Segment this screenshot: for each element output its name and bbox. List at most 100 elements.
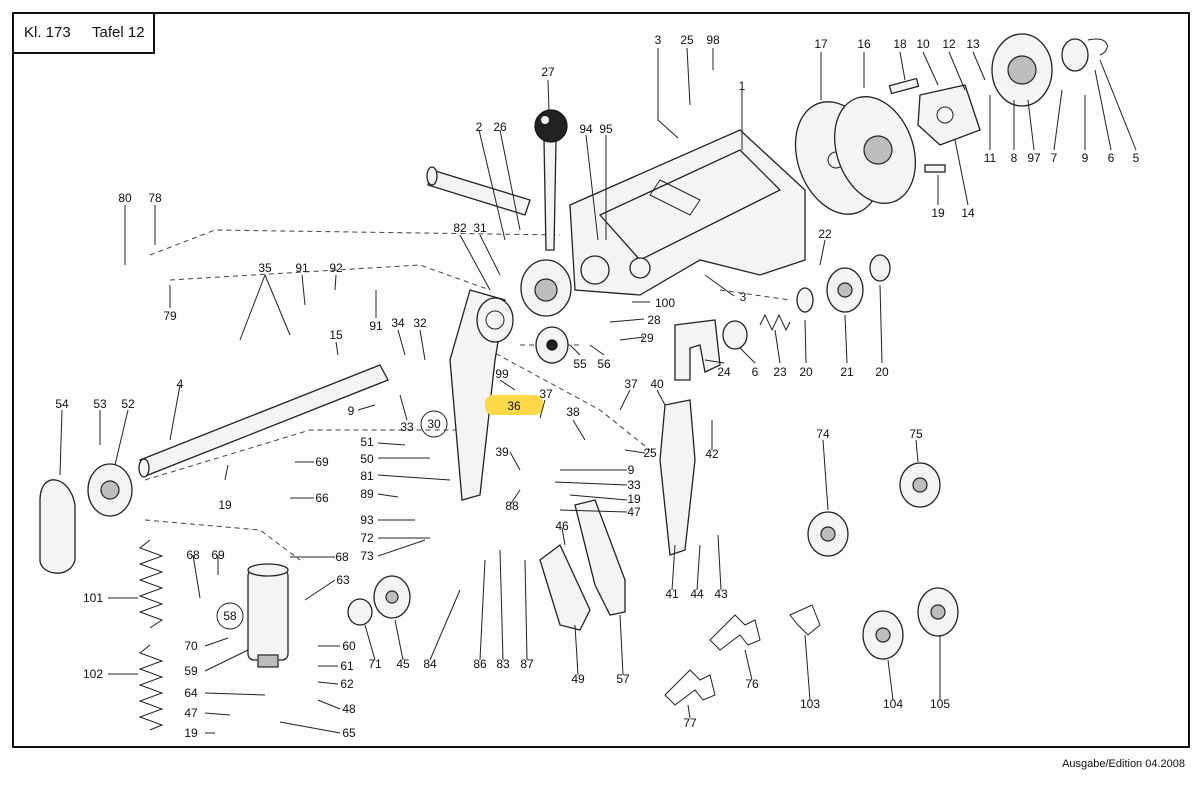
callout-33: 33 — [400, 420, 414, 434]
bearing-block-part — [888, 33, 1108, 173]
callout-4: 4 — [177, 377, 184, 391]
callout-9: 9 — [1082, 151, 1089, 165]
flange-plate-part — [794, 96, 917, 215]
callout-54: 54 — [55, 397, 69, 411]
callout-69-lower: 69 — [211, 548, 225, 562]
callout-50: 50 — [360, 452, 374, 466]
callout-30: 30 — [427, 417, 441, 431]
callout-19: 19 — [931, 206, 945, 220]
callout-9-mid: 9 — [628, 463, 635, 477]
callout-9-left: 9 — [348, 404, 355, 418]
callout-35: 35 — [258, 261, 272, 275]
callout-102: 102 — [83, 667, 103, 681]
callout-8: 8 — [1011, 151, 1018, 165]
callout-100: 100 — [655, 296, 675, 310]
callout-1: 1 — [739, 79, 746, 93]
callout-52: 52 — [121, 397, 135, 411]
class-label: Kl. 173 — [24, 24, 71, 41]
callout-66: 66 — [315, 491, 329, 505]
callout-53: 53 — [93, 397, 107, 411]
callout-105: 105 — [930, 697, 950, 711]
table-label: Tafel 12 — [92, 24, 145, 41]
callout-38: 38 — [566, 405, 580, 419]
callout-71: 71 — [368, 657, 382, 671]
callout-57: 57 — [616, 672, 630, 686]
callout-31: 31 — [473, 221, 487, 235]
callout-3-lower: 3 — [740, 290, 747, 304]
callout-40: 40 — [650, 377, 664, 391]
edition-footer: Ausgabe/Edition 04.2008 — [1062, 758, 1185, 770]
callout-86: 86 — [473, 657, 487, 671]
callout-81: 81 — [360, 469, 374, 483]
callout-76: 76 — [745, 677, 759, 691]
callout-12: 12 — [942, 37, 956, 51]
callout-27: 27 — [541, 65, 555, 79]
callout-30-circle — [420, 410, 448, 438]
callout-15: 15 — [329, 328, 343, 342]
callout-104: 104 — [883, 697, 903, 711]
callout-49: 49 — [571, 672, 585, 686]
callout-46: 46 — [555, 519, 569, 533]
callout-56: 56 — [597, 357, 611, 371]
main-housing-part — [569, 129, 806, 296]
callout-51: 51 — [360, 435, 374, 449]
callout-75: 75 — [909, 427, 923, 441]
callout-19-left: 19 — [218, 498, 232, 512]
callout-48: 48 — [342, 702, 356, 716]
callout-65: 65 — [342, 726, 356, 740]
callout-34: 34 — [391, 316, 405, 330]
callout-91: 91 — [295, 261, 309, 275]
callout-68: 68 — [186, 548, 200, 562]
callout-16: 16 — [857, 37, 871, 51]
callout-26: 26 — [493, 120, 507, 134]
callout-21: 21 — [840, 365, 854, 379]
callout-17: 17 — [814, 37, 828, 51]
callout-55: 55 — [573, 357, 587, 371]
callout-77: 77 — [683, 716, 697, 730]
gear-cluster-part — [520, 259, 572, 364]
idler-roller-parts — [722, 254, 891, 350]
callout-72: 72 — [360, 531, 374, 545]
vertical-lever-part — [449, 289, 514, 501]
callout-95: 95 — [599, 122, 613, 136]
callout-70: 70 — [184, 639, 198, 653]
callout-62: 62 — [340, 677, 354, 691]
callout-69: 69 — [315, 455, 329, 469]
callout-68-right: 68 — [335, 550, 349, 564]
callout-47: 47 — [627, 505, 641, 519]
callout-44: 44 — [690, 587, 704, 601]
callout-25: 25 — [680, 33, 694, 47]
callout-103: 103 — [800, 697, 820, 711]
callout-19-mid: 19 — [627, 492, 641, 506]
callout-78: 78 — [148, 191, 162, 205]
callout-88: 88 — [505, 499, 519, 513]
callout-47-lower: 47 — [184, 706, 198, 720]
callout-37-right: 37 — [624, 377, 638, 391]
clip-parts — [664, 604, 821, 706]
callout-25-mid: 25 — [643, 446, 657, 460]
drawing-frame — [12, 12, 1190, 748]
roller-parts — [347, 462, 959, 660]
callout-14: 14 — [961, 206, 975, 220]
callout-5: 5 — [1133, 151, 1140, 165]
callout-6: 6 — [1108, 151, 1115, 165]
callout-45: 45 — [396, 657, 410, 671]
callout-43: 43 — [714, 587, 728, 601]
callout-73: 73 — [360, 549, 374, 563]
callout-89: 89 — [360, 487, 374, 501]
main-shaft-part — [39, 364, 389, 574]
callout-18: 18 — [893, 37, 907, 51]
title-box: Kl. 173 Tafel 12 — [12, 12, 155, 54]
callout-20-right: 20 — [875, 365, 889, 379]
callout-11: 11 — [984, 151, 997, 165]
callout-64: 64 — [184, 686, 198, 700]
callout-58: 58 — [223, 609, 237, 623]
callout-74: 74 — [816, 427, 830, 441]
callout-87: 87 — [520, 657, 534, 671]
callout-36-highlighted: 36 — [507, 399, 521, 413]
callout-63: 63 — [336, 573, 350, 587]
callout-2: 2 — [476, 120, 483, 134]
callout-7: 7 — [1051, 151, 1058, 165]
callout-83: 83 — [496, 657, 510, 671]
